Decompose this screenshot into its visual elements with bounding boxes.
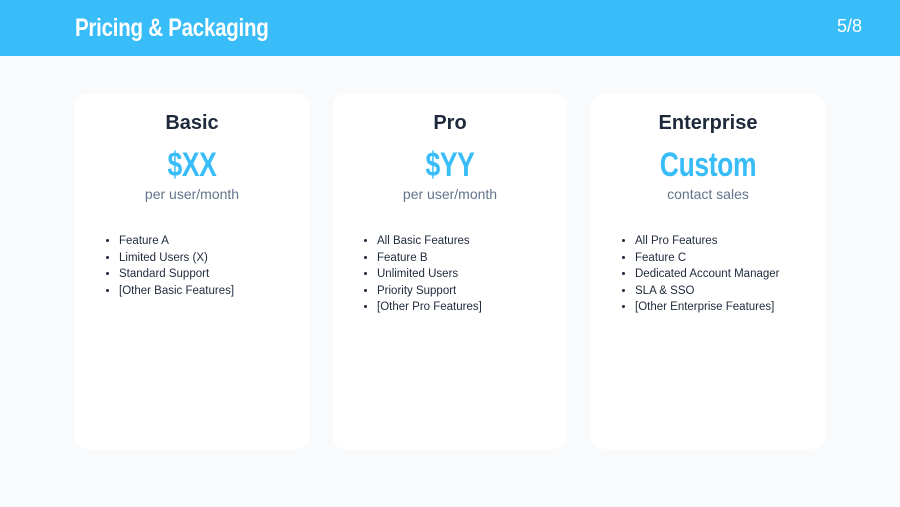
plan-price: $XX — [167, 146, 217, 184]
feature-item: [Other Pro Features] — [377, 299, 482, 316]
plan-price-note: contact sales — [667, 186, 749, 202]
plan-card-pro: Pro $YY per user/month All Basic Feature… — [333, 94, 567, 449]
feature-item: [Other Basic Features] — [119, 283, 234, 300]
slide-header: Pricing & Packaging 5/8 — [0, 0, 900, 56]
feature-item: Dedicated Account Manager — [635, 266, 779, 283]
feature-item: Unlimited Users — [377, 266, 482, 283]
plan-card-basic: Basic $XX per user/month Feature A Limit… — [75, 94, 309, 449]
plan-name: Pro — [433, 112, 467, 134]
plan-price-note: per user/month — [144, 186, 240, 202]
slide-title: Pricing & Packaging — [75, 14, 269, 42]
plan-price: Custom — [659, 146, 757, 184]
feature-list: All Basic Features Feature B Unlimited U… — [359, 233, 482, 316]
feature-item: Priority Support — [377, 283, 482, 300]
plan-price: $YY — [425, 146, 475, 184]
plan-card-enterprise: Enterprise Custom contact sales All Pro … — [591, 94, 825, 449]
feature-item: All Basic Features — [377, 233, 482, 250]
plan-name: Basic — [165, 112, 219, 134]
feature-item: Feature A — [119, 233, 234, 250]
feature-item: All Pro Features — [635, 233, 779, 250]
feature-item: Feature C — [635, 250, 779, 267]
feature-item: Limited Users (X) — [119, 250, 234, 267]
plan-name: Enterprise — [658, 112, 758, 134]
page-indicator: 5/8 — [836, 16, 862, 36]
feature-item: Standard Support — [119, 266, 234, 283]
feature-item: SLA & SSO — [635, 283, 779, 300]
plan-price-note: per user/month — [402, 186, 498, 202]
feature-item: [Other Enterprise Features] — [635, 299, 779, 316]
feature-item: Feature B — [377, 250, 482, 267]
feature-list: All Pro Features Feature C Dedicated Acc… — [617, 233, 779, 316]
feature-list: Feature A Limited Users (X) Standard Sup… — [101, 233, 234, 299]
